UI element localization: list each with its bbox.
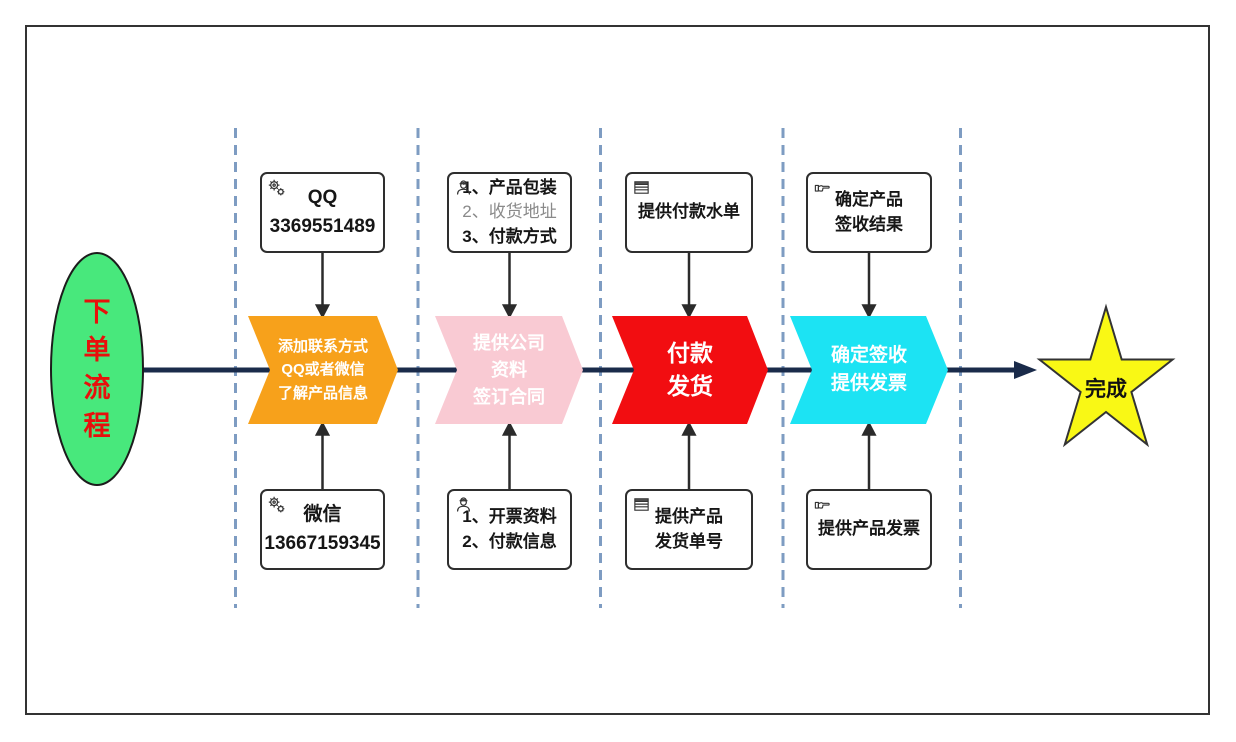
step-label-add-contact: 添加联系方式 QQ或者微信 了解产品信息 (248, 316, 398, 424)
note-qq-contact: QQ 3369551489 (260, 172, 385, 253)
note-wechat-contact: 微信 13667159345 (260, 489, 385, 570)
note-shipping-number: 提供产品 发货单号 (625, 489, 753, 570)
note-line: QQ (307, 187, 338, 208)
step-line: QQ或者微信 (281, 361, 365, 379)
diagram-border (25, 25, 1210, 715)
note-order-details: 1、产品包装 2、收货地址 3、付款方式 (447, 172, 572, 253)
start-node (50, 252, 144, 486)
note-line: 提供付款水单 (638, 202, 740, 222)
worker-icon (456, 497, 471, 512)
step-chevron-add-contact (248, 316, 398, 424)
step-chevron-confirm-sign (790, 316, 948, 424)
step-line: 签订合同 (473, 386, 545, 407)
note-line: 确定产品 (835, 190, 903, 210)
step-line: 资料 (491, 359, 527, 380)
note-line: 2、收货地址 (462, 202, 557, 222)
up-arrowhead-icon (681, 421, 697, 436)
note-line: 3369551489 (269, 215, 376, 237)
hand-icon (814, 184, 830, 192)
start-char: 单 (83, 335, 111, 365)
step-chevron-company-info (435, 316, 583, 424)
note-line: 3、付款方式 (462, 226, 557, 246)
up-arrowhead-icon (861, 421, 877, 436)
note-line: 提供产品 (655, 507, 723, 527)
step-line: 付款 (667, 339, 713, 366)
step-label-confirm-sign: 确定签收 提供发票 (790, 316, 948, 424)
down-arrowhead-icon (501, 304, 518, 319)
up-arrowhead-icon (314, 421, 331, 436)
step-chevron-pay-ship (612, 316, 768, 424)
finish-star (1036, 303, 1176, 448)
table-icon (634, 498, 649, 511)
step-line: 发货 (667, 373, 713, 399)
main-flow-arrowhead-icon (1014, 361, 1037, 379)
note-line: 1、产品包装 (462, 178, 557, 198)
finish-star-label: 完成 (1085, 378, 1127, 401)
note-line: 发货单号 (655, 531, 723, 551)
note-line: 1、开票资料 (462, 507, 557, 527)
note-sign-result: 确定产品 签收结果 (806, 172, 932, 253)
start-char: 程 (83, 411, 111, 441)
step-label-pay-ship: 付款 发货 (612, 316, 768, 424)
step-line: 添加联系方式 (277, 338, 368, 356)
hand-icon (814, 501, 830, 509)
gears-icon (268, 179, 285, 196)
step-label-company-info: 提供公司 资料 签订合同 (435, 316, 583, 424)
note-line: 签收结果 (835, 214, 903, 234)
table-icon (634, 181, 649, 194)
down-arrowhead-icon (314, 304, 331, 319)
start-char: 流 (83, 373, 111, 403)
note-invoice-info: 1、开票资料 2、付款信息 (447, 489, 572, 570)
down-arrowhead-icon (681, 304, 697, 319)
down-arrowhead-icon (861, 304, 877, 319)
start-node-label: 下 单 流 程 (69, 293, 125, 445)
note-line: 2、付款信息 (462, 531, 557, 551)
note-payment-slip: 提供付款水单 (625, 172, 753, 253)
note-line: 提供产品发票 (818, 519, 920, 539)
start-char: 下 (83, 297, 111, 327)
step-line: 提供发票 (830, 373, 907, 394)
step-line: 确定签收 (830, 344, 907, 366)
note-product-invoice: 提供产品发票 (806, 489, 932, 570)
up-arrowhead-icon (501, 421, 518, 436)
step-line: 提供公司 (473, 332, 545, 353)
note-line: 13667159345 (264, 532, 381, 554)
worker-icon (456, 180, 471, 195)
step-line: 了解产品信息 (277, 384, 368, 402)
note-line: 微信 (303, 504, 342, 525)
gears-icon (268, 496, 285, 513)
